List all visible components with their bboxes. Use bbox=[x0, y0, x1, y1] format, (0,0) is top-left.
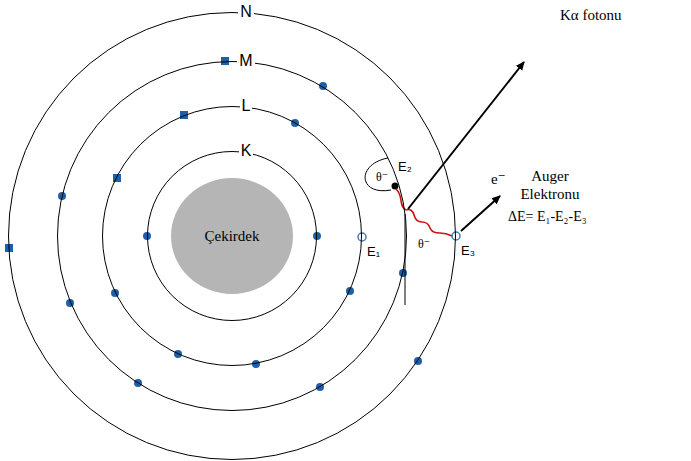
nucleus: Çekirdek bbox=[171, 178, 293, 294]
angle-label: θ⁻ bbox=[376, 168, 388, 186]
shell-m: MLKÇekirdek bbox=[57, 61, 407, 411]
energy-transfer-wave bbox=[406, 210, 452, 236]
shell-l: LKÇekirdek bbox=[102, 106, 362, 366]
energy-level: E₁ bbox=[367, 243, 380, 261]
shell-k: KÇekirdek bbox=[147, 151, 317, 321]
shell-letter: M bbox=[237, 52, 254, 70]
auger-arrow bbox=[461, 196, 500, 231]
energy-level: E₃ bbox=[461, 242, 475, 260]
shell-letter: L bbox=[240, 97, 253, 115]
angle-label: θ⁻ bbox=[418, 235, 430, 253]
auger-label: Auger Elektronu bbox=[505, 167, 595, 203]
photon-label: Kα fotonu bbox=[560, 6, 622, 24]
electrons bbox=[5, 57, 422, 391]
transition-path bbox=[396, 189, 406, 210]
nucleus-label: Çekirdek bbox=[205, 228, 260, 245]
energy-level: E₂ bbox=[398, 158, 412, 176]
angle-arc bbox=[365, 158, 391, 191]
vacancy-e1 bbox=[358, 233, 366, 241]
photon-arrow bbox=[408, 62, 524, 209]
vacancy-e3 bbox=[452, 232, 460, 240]
shell-letter: K bbox=[239, 142, 254, 160]
transition-electron bbox=[392, 183, 399, 190]
shell-letter: N bbox=[238, 3, 254, 21]
energy-equation: ΔE= E₁-E₂-E₃ bbox=[508, 208, 587, 226]
electron-symbol: e⁻ bbox=[491, 170, 506, 188]
guide-line bbox=[405, 214, 406, 305]
shell-n: NMLKÇekirdek bbox=[8, 12, 456, 460]
